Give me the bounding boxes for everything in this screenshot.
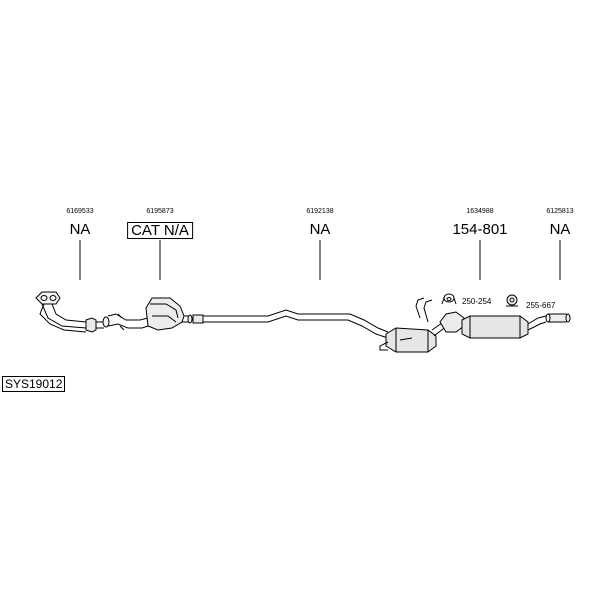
part-ref-tailpipe: 6125813 [546,208,574,215]
middle-silencer [379,327,437,353]
rubber-mount-icon [506,294,518,307]
clamp-icon [441,293,457,305]
part-label-rear-silencer: 154-801 [452,221,508,238]
part-ref-catalyst: 6195873 [146,208,174,215]
catalytic-converter [107,297,193,331]
part-label-tailpipe: NA [549,221,571,238]
part-ref-center-pipe: 6192138 [306,208,334,215]
part-label-front-pipe: NA [69,221,91,238]
tailpipe [545,313,571,323]
leader-lines [79,240,561,280]
part-label-catalyst: CAT N/A [127,222,193,239]
front-pipe [35,291,110,333]
center-pipe [192,309,389,339]
part-label-center-pipe: NA [309,221,331,238]
part-ref-rear-silencer: 1634988 [466,208,494,215]
fitting-label-clamp: 250-254 [462,297,492,306]
rear-silencer [415,297,547,339]
fitting-label-rubber-mount: 255-667 [526,301,556,310]
system-code-badge: SYS19012 [2,376,66,392]
part-ref-front-pipe: 6169533 [66,208,94,215]
